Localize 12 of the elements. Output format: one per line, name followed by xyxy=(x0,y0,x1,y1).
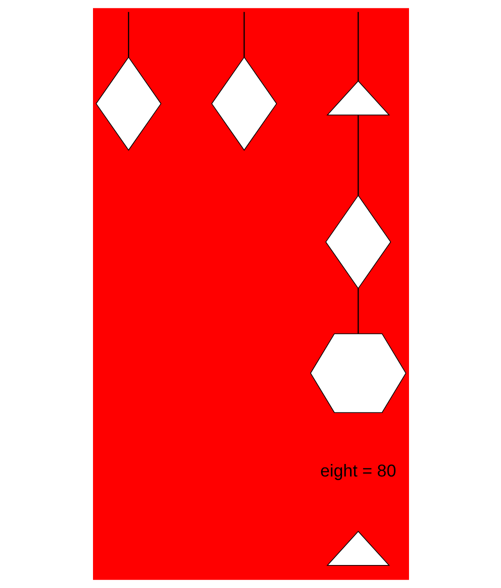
node-hexagon xyxy=(310,333,406,414)
connector xyxy=(357,115,358,196)
node-diamond xyxy=(324,194,391,290)
node-triangle xyxy=(326,530,390,566)
label: eight = 80 xyxy=(320,460,396,480)
connector xyxy=(243,12,244,58)
node-diamond xyxy=(210,56,277,151)
connector xyxy=(357,12,358,81)
connector xyxy=(127,12,129,58)
connector xyxy=(357,288,358,334)
node-diamond xyxy=(95,56,161,151)
node-triangle xyxy=(326,80,390,116)
